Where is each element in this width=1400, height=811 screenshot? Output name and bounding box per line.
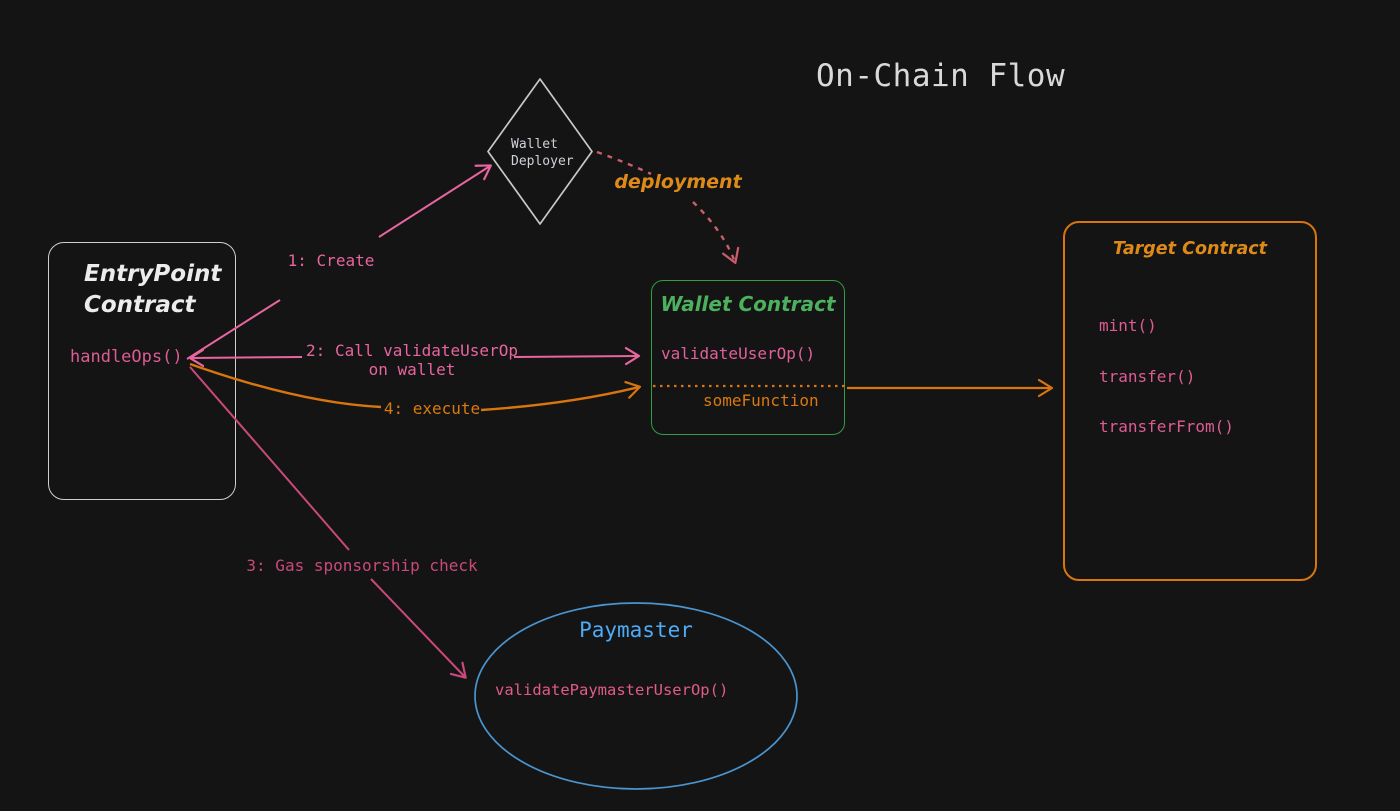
edge-label-deployment: deployment <box>614 171 742 193</box>
wallet-contract-node: Wallet Contract validateUserOp() someFun… <box>651 280 845 435</box>
page-title: On-Chain Flow <box>816 58 1066 94</box>
paymaster-title: Paymaster <box>579 618 693 642</box>
wallet-contract-title: Wallet Contract <box>660 292 836 316</box>
paymaster-method-validatepaymasteruserop: validatePaymasterUserOp() <box>495 681 729 699</box>
target-contract-title: Target Contract <box>1112 239 1268 259</box>
arrow-gas-check-segment-b <box>370 578 467 679</box>
edge-label-create: 1: Create <box>287 251 375 270</box>
arrow-execute-segment-b <box>480 381 642 412</box>
wallet-method-validateuserop: validateUserOp() <box>661 344 816 363</box>
entrypoint-contract-node: EntryPoint Contract handleOps() <box>48 242 236 500</box>
arrow-call-validate-segment-b <box>513 346 641 366</box>
target-method-mint: mint() <box>1099 316 1157 335</box>
target-method-transferfrom: transferFrom() <box>1099 417 1234 436</box>
entrypoint-method-handleops: handleOps() <box>70 347 183 367</box>
wallet-deployer-label: Wallet Deployer <box>511 137 574 169</box>
target-method-transfer: transfer() <box>1099 367 1196 386</box>
wallet-somefunction-label: someFunction <box>703 391 819 410</box>
entrypoint-contract-title: EntryPoint Contract <box>84 261 222 318</box>
arrow-create-segment-b <box>378 164 492 238</box>
edge-label-execute: 4: execute <box>383 399 481 418</box>
arrow-deployment-segment-b <box>692 201 740 265</box>
target-contract-node: Target Contract mint() transfer() transf… <box>1063 221 1317 581</box>
edge-label-call-validateuserop: 2: Call validateUserOp on wallet <box>306 341 518 379</box>
edge-label-gas-sponsorship-check: 3: Gas sponsorship check <box>246 556 478 575</box>
